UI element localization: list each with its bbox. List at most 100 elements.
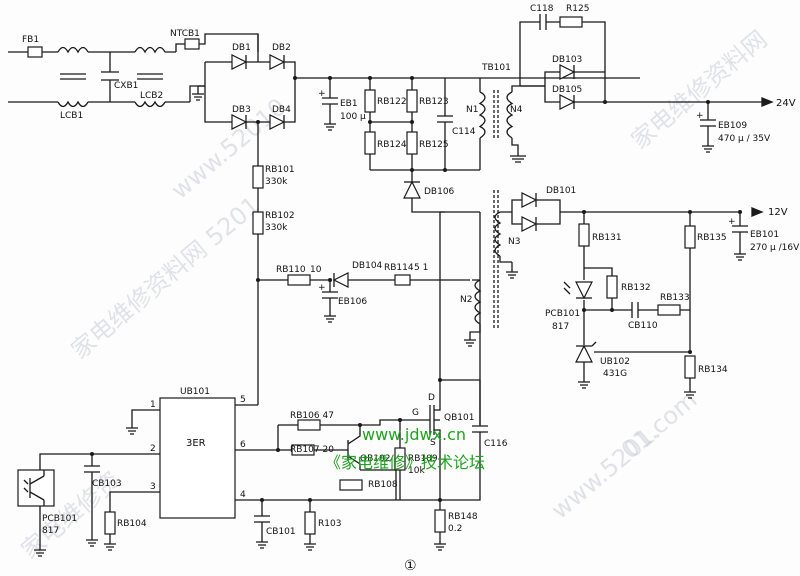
pin-3: 3 [150, 482, 156, 492]
ic-ub101 [159, 397, 236, 519]
fuse-fb1 [27, 46, 43, 58]
label-tb101: TB101 [481, 63, 511, 73]
diode-db3 [231, 114, 248, 130]
label-rb110: RB110 [276, 265, 306, 275]
pin-5: 5 [240, 395, 246, 405]
resistor-rb110 [287, 274, 311, 286]
resistor-rb124 [364, 131, 376, 155]
value-ub102: 431G [603, 369, 627, 379]
value-pcb101-tr: 817 [42, 526, 59, 536]
value-rb109: 10k [408, 466, 425, 476]
label-db2: DB2 [272, 43, 291, 53]
page-number: ① [404, 558, 417, 574]
resistor-rb122 [364, 89, 376, 113]
label-qb102: QB102 [360, 454, 390, 464]
resistor-rb125 [406, 131, 418, 155]
label-pcb101-tr: PCB101 [42, 514, 77, 524]
label-eb1: EB1 [340, 99, 358, 109]
label-rb109: RB109 [408, 454, 438, 464]
svg-text:+: + [728, 217, 736, 227]
label-rb124: RB124 [377, 140, 407, 150]
label-rb148: RB148 [448, 512, 478, 522]
svg-text:+: + [696, 111, 704, 121]
input-filter: FB1 LCB1 CXB1 LCB2 NTCB1 [8, 29, 259, 121]
label-ub101: UB101 [180, 387, 210, 397]
resistor-rb132 [606, 275, 618, 299]
resistor-r125 [559, 16, 583, 28]
label-n3: N3 [508, 237, 520, 247]
output-12v: DB101 12V + EB101 270 μ /16V RB131 RB135… [511, 186, 800, 399]
label-cb101: CB101 [266, 527, 296, 537]
label-rb133: RB133 [660, 293, 690, 303]
label-db104: DB104 [352, 261, 383, 271]
label-eb106: EB106 [338, 297, 367, 307]
label-rb132: RB132 [621, 283, 651, 293]
winding-n1 [478, 91, 486, 139]
resistor-rb106 [297, 419, 321, 431]
controller-ub101: UB101 3ER 1 2 3 RB104 5 6 4 CB103 PCB101… [17, 387, 440, 557]
pin-4: 4 [240, 490, 246, 500]
label-db1: DB1 [232, 43, 251, 53]
transformer-tb101: TB101 N1 N4 N3 N2 [460, 63, 545, 425]
label-qb101: QB101 [444, 413, 474, 423]
value-eb109: 470 μ / 35V [718, 134, 771, 144]
label-lcb2: LCB2 [140, 91, 163, 101]
label-24v: 24V [776, 98, 796, 109]
winding-n4 [506, 91, 514, 139]
diode-db4 [269, 114, 286, 130]
label-db105: DB105 [552, 85, 582, 95]
value-rb110: 10 [310, 265, 322, 275]
startup-and-aux-supply: RB101 330k RB102 330k RB110 10 DB104 RB1… [252, 160, 470, 405]
label-n4: N4 [510, 105, 523, 115]
ground-bridge [192, 86, 204, 101]
site-url: www.jdwx.cn [362, 425, 466, 444]
resistor-rb148 [434, 509, 446, 533]
resistor-rb108 [339, 479, 363, 491]
label-eb109: EB109 [718, 121, 747, 131]
svg-text:+: + [318, 89, 326, 99]
diode-db1 [231, 54, 248, 70]
regulator-ub102 [575, 344, 593, 363]
label-n2: N2 [460, 295, 472, 305]
bridge-rectifier: DB1 DB2 DB3 DB4 [192, 34, 640, 160]
label-ic-3er: 3ER [186, 438, 206, 449]
resistor-rb104 [104, 511, 116, 535]
site-forum-name: 《家电维修》技术论坛 [325, 453, 485, 472]
label-lcb1: LCB1 [60, 111, 83, 121]
opto-led-pcb101 [575, 281, 593, 300]
label-ub102: UB102 [600, 357, 630, 367]
resistor-rb131 [578, 223, 590, 247]
label-rb125: RB125 [419, 140, 449, 150]
value-eb1: 100 μ [340, 112, 366, 122]
diode-db101-b [521, 216, 538, 232]
label-db103: DB103 [552, 55, 582, 65]
label-db106: DB106 [424, 187, 455, 197]
diode-db103 [559, 64, 576, 80]
bulk-capacitor-and-snubber: + EB1 100 μ RB122 RB124 RB123 RB125 C114… [318, 76, 480, 213]
ntc-ntcb1 [184, 38, 200, 50]
label-rb102: RB102 [265, 211, 295, 221]
winding-n3 [494, 211, 502, 257]
label-12v: 12V [768, 207, 788, 218]
label-rb108: RB108 [368, 480, 398, 490]
label-n1: N1 [466, 105, 478, 115]
resistor-rb107 [291, 444, 315, 456]
output-24v: DB103 DB105 C118 R125 24V + EB109 470 μ … [519, 4, 796, 153]
label-rb135: RB135 [697, 233, 727, 243]
label-rb114: RB114 [384, 263, 414, 273]
resistor-r103 [304, 511, 316, 535]
pin-6: 6 [240, 440, 246, 450]
label-d: D [428, 393, 435, 403]
label-c118: C118 [530, 4, 554, 14]
label-c116: C116 [484, 439, 508, 449]
label-rb123: RB123 [419, 97, 449, 107]
diode-db101-a [521, 192, 538, 208]
value-eb101: 270 μ /16V [750, 243, 800, 253]
opto-transistor-pcb101 [17, 469, 55, 507]
label-rb122: RB122 [377, 97, 407, 107]
label-rb134: RB134 [698, 365, 728, 375]
resistor-rb109 [394, 447, 406, 471]
resistor-rb133 [657, 304, 681, 316]
